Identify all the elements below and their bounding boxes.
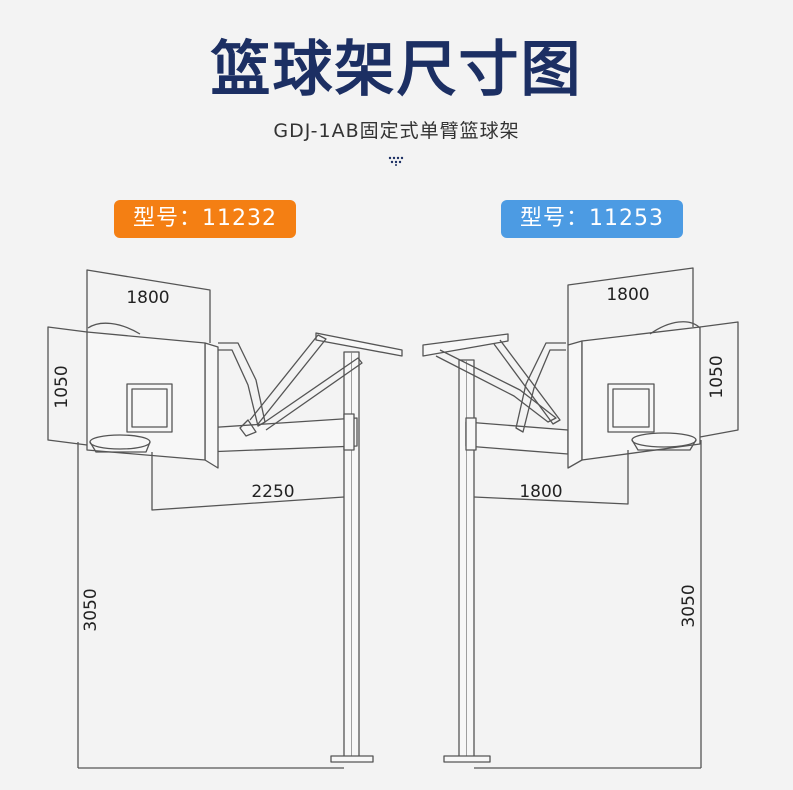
page-title: 篮球架尺寸图 (210, 35, 583, 105)
left-rim-height-label: 3050 (81, 588, 101, 631)
left-width-label: 1800 (126, 288, 169, 308)
left-hoop-drawing (47, 269, 403, 769)
right-hoop-drawing (422, 267, 739, 769)
right-reach-label: 1800 (519, 482, 562, 502)
model-badge-right: 型号：11253 (501, 200, 683, 238)
right-rim-height-label: 3050 (679, 584, 699, 627)
right-height-label: 1050 (707, 355, 727, 398)
page-subtitle: GDJ-1AB固定式单臂篮球架 (273, 120, 520, 142)
left-height-label: 1050 (52, 365, 72, 408)
decorative-dots-icon (388, 156, 404, 166)
left-reach-label: 2250 (251, 482, 294, 502)
model-badge-left: 型号：11232 (114, 200, 296, 238)
right-width-label: 1800 (606, 285, 649, 305)
